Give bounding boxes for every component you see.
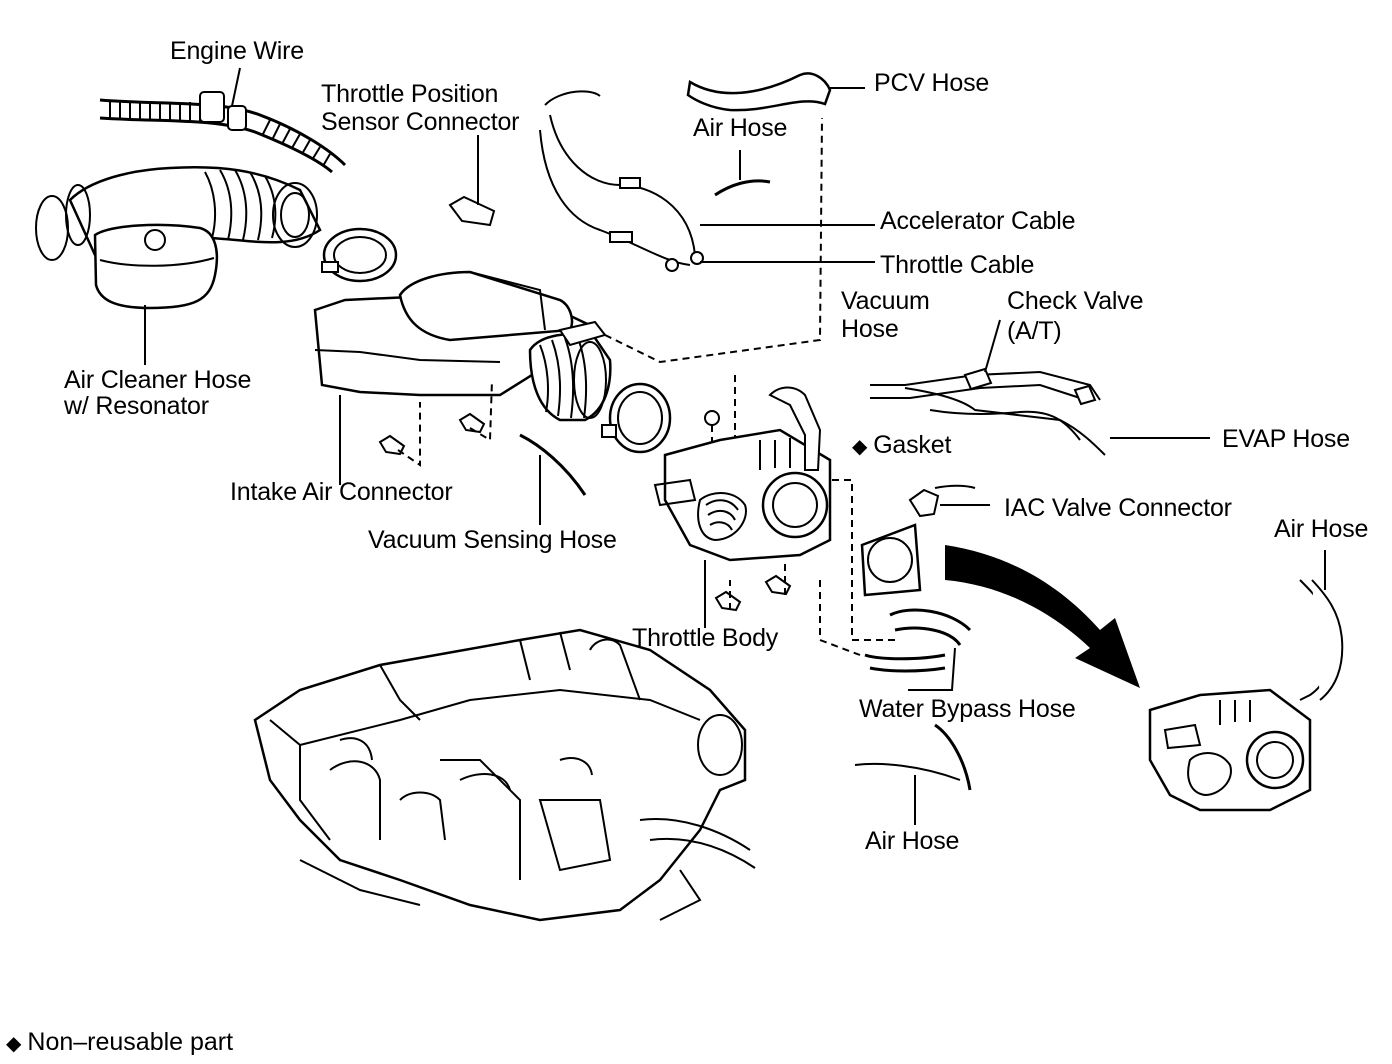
label-accelerator-cable: Accelerator Cable — [880, 207, 1076, 235]
label-gasket: ◆Gasket — [852, 432, 951, 461]
vacuum-sensing-hose-drawing — [519, 433, 587, 525]
hose-clamp-drawing — [321, 227, 398, 283]
label-pcv-hose: PCV Hose — [874, 69, 990, 97]
label-throttle-body: Throttle Body — [632, 624, 779, 652]
label-air-cleaner-hose-line1: Air Cleaner Hose — [64, 366, 252, 394]
cables-drawing — [539, 90, 875, 272]
legend-diamond-icon: ◆ — [6, 1033, 22, 1055]
vacuum-evap-hoses-drawing — [870, 319, 1210, 456]
label-water-bypass-hose: Water Bypass Hose — [859, 695, 1076, 723]
engine-block-drawing — [253, 628, 756, 922]
label-air-hose-right: Air Hose — [1274, 515, 1369, 543]
label-air-cleaner-hose-line2: w/ Resonator — [64, 392, 209, 420]
pcv-hose-drawing — [686, 72, 865, 112]
hose-clamp-2-drawing — [601, 382, 672, 454]
assembly-guide-lines — [397, 117, 895, 656]
label-air-hose-top: Air Hose — [693, 114, 788, 142]
label-throttle-cable: Throttle Cable — [880, 251, 1035, 279]
water-bypass-hose-drawing — [864, 608, 972, 691]
label-engine-wire: Engine Wire — [170, 37, 304, 65]
throttle-body-drawing — [653, 386, 832, 628]
bolts-drawing — [378, 410, 792, 612]
non-reusable-diamond-icon: ◆ — [852, 436, 868, 458]
label-gasket-text: Gasket — [873, 431, 952, 459]
label-intake-air-connector: Intake Air Connector — [230, 478, 453, 506]
engine-wire-drawing — [99, 67, 347, 174]
gasket-drawing — [860, 523, 922, 597]
label-tps-connector-line2: Sensor Connector — [321, 108, 520, 136]
legend-text: Non–reusable part — [27, 1028, 234, 1056]
label-vacuum-hose-line1: Vacuum — [841, 287, 930, 315]
label-iac-valve-connector: IAC Valve Connector — [1004, 494, 1232, 522]
air-hose-top-drawing — [714, 150, 771, 197]
label-vacuum-hose-line2: Hose — [841, 315, 899, 343]
label-check-valve-line2: (A/T) — [1007, 317, 1062, 345]
label-evap-hose: EVAP Hose — [1222, 425, 1350, 453]
label-air-hose-bottom: Air Hose — [865, 827, 960, 855]
label-vacuum-sensing-hose: Vacuum Sensing Hose — [368, 526, 617, 554]
legend-non-reusable: ◆Non–reusable part — [6, 1028, 233, 1057]
curved-arrow-drawing — [945, 545, 1140, 688]
iac-connector-drawing — [908, 484, 990, 518]
air-hose-bottom-drawing — [854, 723, 972, 825]
air-cleaner-hose-drawing — [35, 165, 322, 365]
right-throttle-body-drawing — [1148, 550, 1344, 812]
label-tps-connector-line1: Throttle Position — [321, 80, 499, 108]
label-check-valve-line1: Check Valve — [1007, 287, 1144, 315]
tps-connector-drawing — [448, 135, 496, 227]
intake-air-connector-drawing — [313, 270, 612, 485]
